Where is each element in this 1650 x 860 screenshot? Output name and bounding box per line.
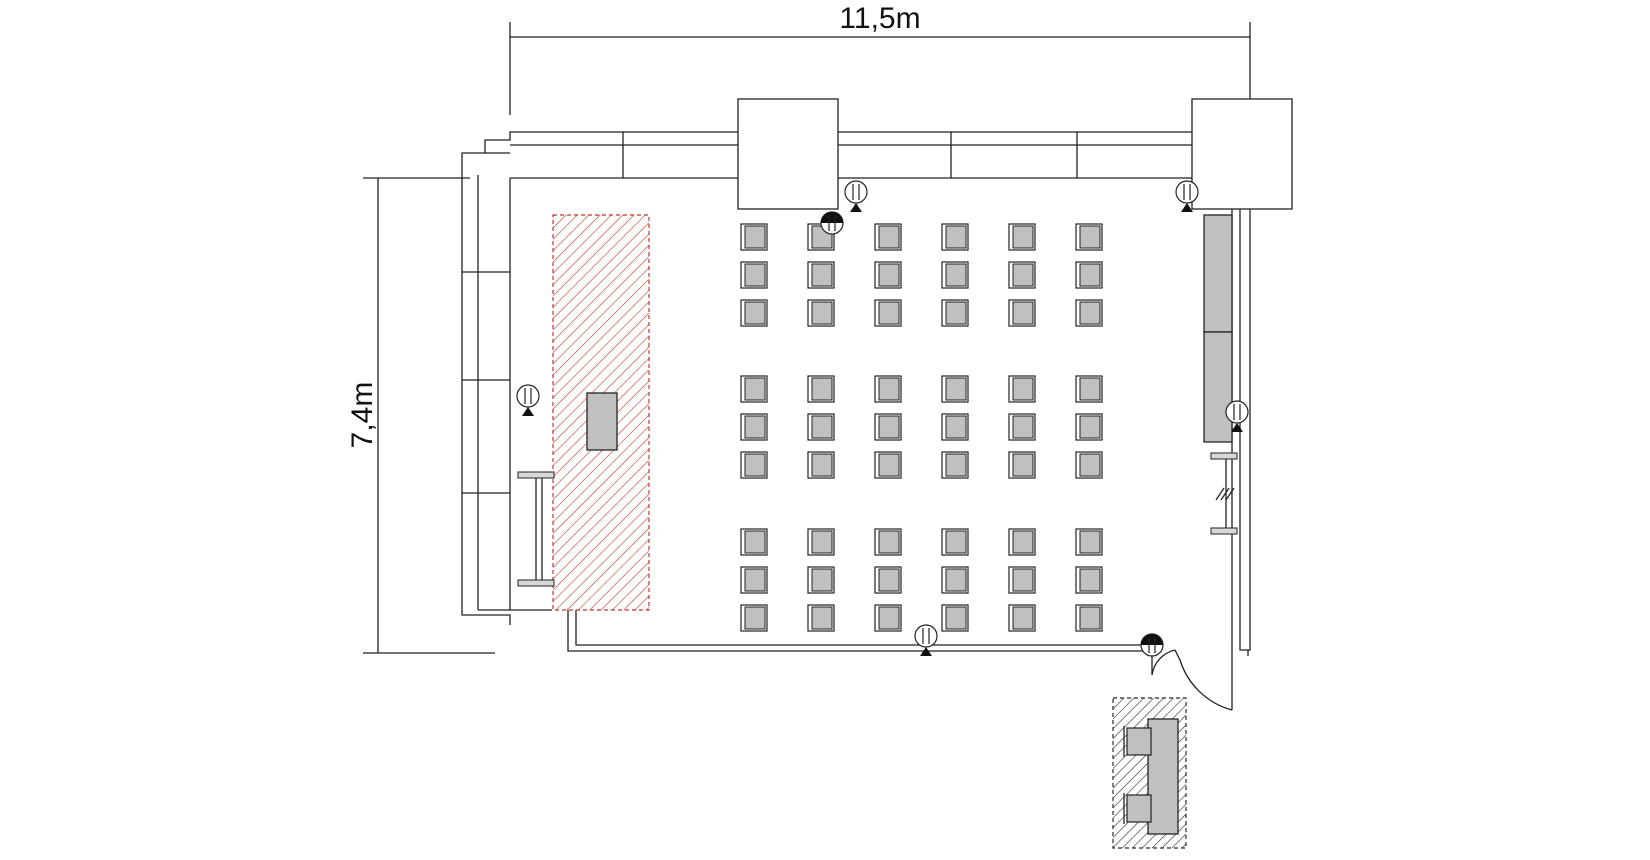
depth-dimension: 7,4m <box>346 177 495 654</box>
seat <box>1008 413 1036 441</box>
reception-area <box>1112 697 1187 849</box>
bottom-wall <box>567 610 1153 655</box>
seat <box>941 528 969 556</box>
whiteboard <box>517 471 555 587</box>
seat <box>941 451 969 479</box>
seat <box>740 223 768 251</box>
seat <box>874 413 902 441</box>
seat <box>740 413 768 441</box>
seat <box>1075 261 1103 289</box>
seating-layout <box>740 223 1103 632</box>
seat <box>740 261 768 289</box>
width-dimension-label: 11,5m <box>839 2 920 35</box>
right-wall <box>1231 209 1251 656</box>
side-cabinet <box>1203 214 1233 443</box>
reception-chair <box>1123 793 1152 824</box>
top-wall <box>484 98 1293 210</box>
seat <box>1075 451 1103 479</box>
seat <box>1075 413 1103 441</box>
seat <box>874 375 902 403</box>
seat <box>740 528 768 556</box>
column <box>1191 98 1293 210</box>
outlet-icon <box>820 211 844 235</box>
seat <box>740 375 768 403</box>
reception-chair <box>1123 726 1152 757</box>
seat <box>1075 566 1103 594</box>
seat <box>807 375 835 403</box>
entrance-door[interactable] <box>1151 640 1233 711</box>
seat <box>807 299 835 327</box>
seat <box>941 299 969 327</box>
outlets <box>516 180 1249 657</box>
seat <box>740 451 768 479</box>
outlet-icon <box>1175 180 1199 212</box>
outlet-icon <box>516 384 540 416</box>
seat <box>874 566 902 594</box>
seat <box>1075 528 1103 556</box>
seat <box>1008 375 1036 403</box>
outlet-icon <box>844 180 868 212</box>
seat <box>807 566 835 594</box>
seat <box>874 528 902 556</box>
seat <box>1008 451 1036 479</box>
seat <box>1075 375 1103 403</box>
stage-area <box>552 214 650 611</box>
seat <box>941 604 969 632</box>
lectern <box>586 392 618 451</box>
seat <box>941 375 969 403</box>
seat <box>1008 604 1036 632</box>
seat <box>807 604 835 632</box>
seat <box>1008 299 1036 327</box>
outlet-icon <box>914 624 938 656</box>
left-wall <box>461 152 552 625</box>
seat <box>1008 223 1036 251</box>
depth-dimension-label: 7,4m <box>346 382 379 449</box>
seat <box>807 451 835 479</box>
seat <box>807 413 835 441</box>
seat <box>740 604 768 632</box>
seat <box>941 566 969 594</box>
seat <box>807 528 835 556</box>
seat <box>874 451 902 479</box>
width-dimension: 11,5m <box>509 2 1251 115</box>
seat <box>874 604 902 632</box>
column <box>737 98 839 210</box>
reception-table <box>1147 718 1179 835</box>
seat <box>1008 528 1036 556</box>
seat <box>1075 299 1103 327</box>
seat <box>941 223 969 251</box>
seat <box>740 299 768 327</box>
seat <box>1008 566 1036 594</box>
seat <box>740 566 768 594</box>
seat <box>1075 604 1103 632</box>
seat <box>874 261 902 289</box>
seat <box>874 299 902 327</box>
seat <box>807 261 835 289</box>
outlet-icon <box>1225 400 1249 432</box>
seat <box>1008 261 1036 289</box>
seat <box>1075 223 1103 251</box>
seat <box>874 223 902 251</box>
wall-shelf <box>1210 452 1238 535</box>
seat <box>941 261 969 289</box>
outlet-icon <box>1140 633 1164 657</box>
seat <box>941 413 969 441</box>
